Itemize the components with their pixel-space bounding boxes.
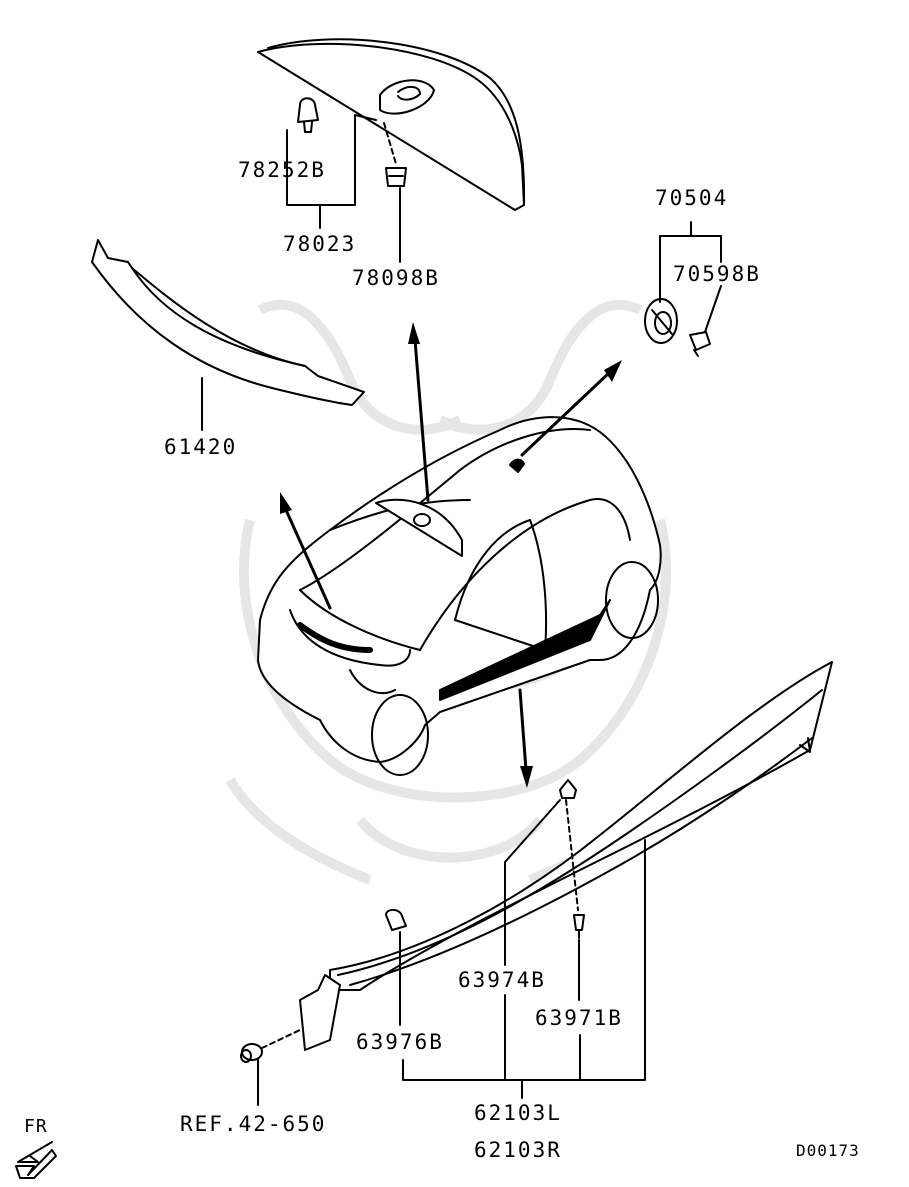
label-78252b: 78252B xyxy=(238,158,326,182)
roof-spoiler-shape xyxy=(257,38,526,211)
vehicle-body xyxy=(257,416,662,776)
leader-70504 xyxy=(659,221,722,303)
side-sill-garnish-shape xyxy=(299,661,833,1051)
clip-78252b-icon xyxy=(297,97,319,133)
label-61420: 61420 xyxy=(164,435,238,459)
leader-78252b xyxy=(286,114,377,206)
direction-label: FR xyxy=(24,1116,48,1137)
screw-63971b-icon xyxy=(573,914,585,939)
diagram-id: D00173 xyxy=(796,1141,860,1160)
leader-70598b xyxy=(704,285,722,333)
label-62103l: 62103L xyxy=(474,1101,562,1125)
clip-63976b-icon xyxy=(385,908,407,931)
arrow-heads xyxy=(280,322,622,788)
label-78023: 78023 xyxy=(283,232,357,256)
leader-63974b xyxy=(504,799,561,966)
grommet-78098b-icon xyxy=(385,167,407,187)
screw-70598b-icon xyxy=(689,331,711,357)
dashed-leader-ref xyxy=(261,1029,301,1049)
fr-arrow-icon xyxy=(15,1141,57,1179)
leader-62103-bracket xyxy=(402,839,646,1099)
dashed-leader-78098b xyxy=(383,122,397,165)
label-63971b: 63971B xyxy=(535,1006,623,1030)
label-70598b: 70598B xyxy=(673,262,761,286)
dashed-leader-63974b xyxy=(565,799,579,911)
fastener-ref-icon xyxy=(240,1043,263,1063)
pointer-arrows xyxy=(284,338,612,772)
label-ref-42-650: REF.42-650 xyxy=(180,1112,327,1136)
label-63974b: 63974B xyxy=(458,968,546,992)
fastener-70504-icon xyxy=(644,298,678,344)
label-78098b: 78098B xyxy=(352,266,440,290)
clip-63974b-icon xyxy=(559,779,577,799)
label-63976b: 63976B xyxy=(356,1030,444,1054)
label-62103r: 62103R xyxy=(474,1138,562,1162)
label-70504: 70504 xyxy=(655,186,729,210)
hood-garnish-shape xyxy=(91,239,365,406)
